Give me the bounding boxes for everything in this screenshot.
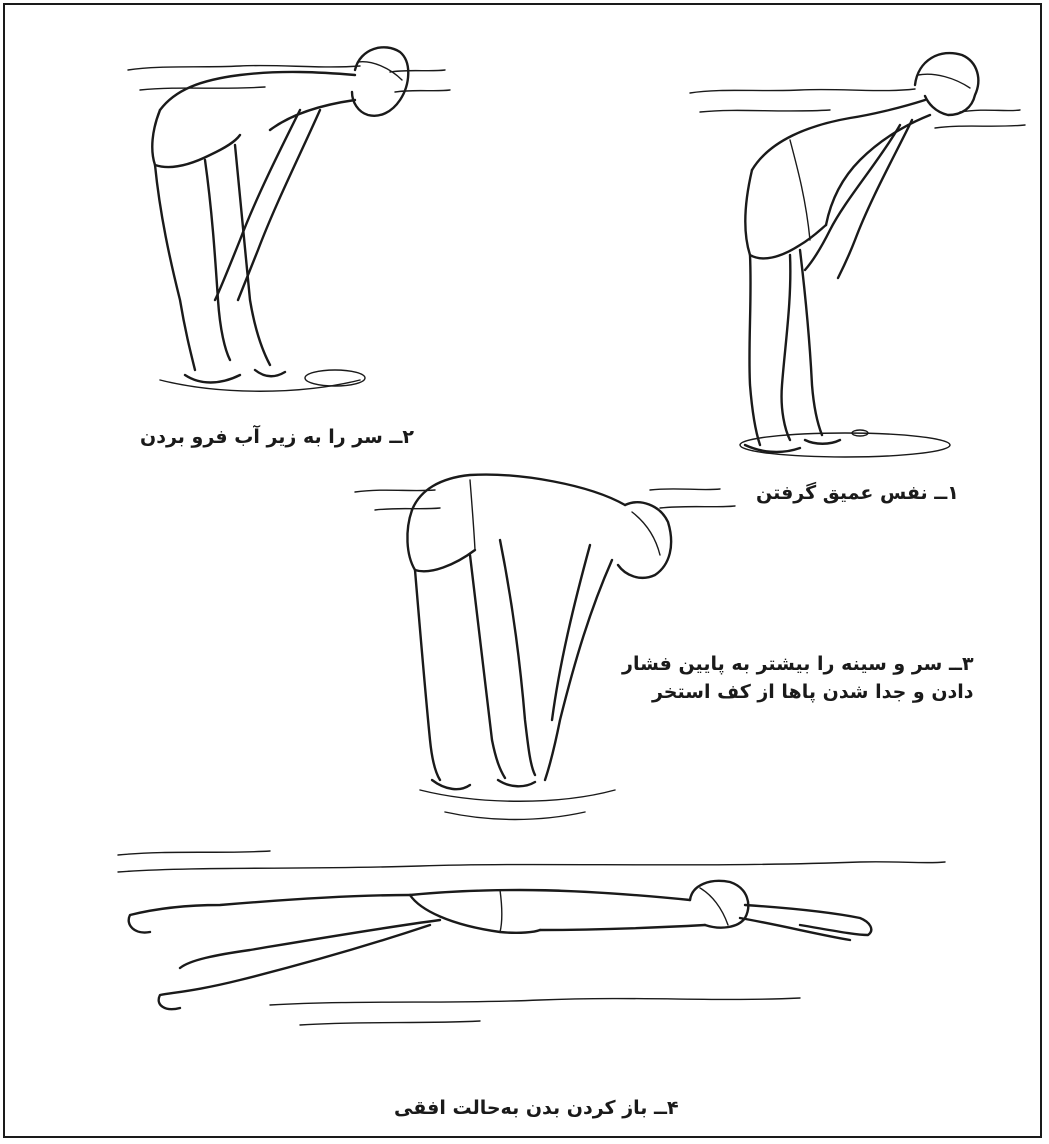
- water-line: [300, 1021, 480, 1025]
- caption-step3-line1: ۳ــ سر و سینه را بیشتر به پایین فشار: [622, 651, 974, 679]
- pool-floor-mark: [305, 370, 365, 386]
- leg: [159, 925, 430, 1009]
- caption-step3-line2: دادن و جدا شدن پاها از کف استخر: [622, 679, 974, 707]
- swimsuit: [152, 110, 240, 167]
- swimsuit-seam: [500, 890, 502, 932]
- head: [618, 502, 671, 578]
- foot: [805, 440, 840, 444]
- water-line: [390, 70, 445, 72]
- leg: [782, 255, 791, 440]
- back-line: [410, 890, 690, 900]
- pool-floor-shadow: [740, 433, 950, 457]
- leg: [800, 250, 822, 435]
- leg: [235, 145, 270, 365]
- head: [690, 881, 748, 928]
- back-line: [412, 475, 625, 510]
- foot: [432, 780, 470, 789]
- arm: [740, 918, 850, 940]
- water-line: [128, 66, 360, 70]
- water-line: [650, 489, 720, 490]
- water-line: [140, 87, 265, 90]
- water-line: [270, 998, 800, 1005]
- arm: [215, 110, 300, 300]
- swimsuit: [410, 895, 540, 933]
- arm: [238, 110, 320, 300]
- foot: [255, 370, 285, 376]
- leg: [470, 555, 505, 778]
- swimsuit-seam: [470, 480, 475, 550]
- leg: [205, 160, 230, 360]
- water-line: [355, 490, 435, 492]
- figure-step1-swimmer: [690, 53, 1025, 457]
- leg: [749, 255, 760, 445]
- cap-line: [918, 74, 970, 88]
- caption-step2: ۲ــ سر را به زیر آب فرو بردن: [140, 424, 414, 452]
- swimsuit: [745, 170, 826, 258]
- caption-step3: ۳ــ سر و سینه را بیشتر به پایین فشار داد…: [622, 651, 974, 706]
- water-line: [960, 110, 1020, 112]
- caption-step1: ۱ــ نفس عمیق گرفتن: [756, 480, 959, 508]
- water-line: [660, 506, 735, 508]
- caption-step4: ۴ــ باز کردن بدن به‌حالت افقی: [394, 1095, 679, 1123]
- figure-step2-swimmer: [128, 47, 450, 391]
- chest-line: [540, 925, 705, 930]
- water-line: [118, 851, 270, 855]
- pool-floor-line: [445, 812, 585, 820]
- leg: [129, 895, 410, 933]
- swimsuit-seam: [790, 140, 810, 240]
- head: [915, 53, 978, 115]
- leg: [415, 570, 440, 780]
- swimsuit: [407, 510, 475, 571]
- cap-line: [700, 888, 728, 925]
- head: [352, 47, 408, 115]
- water-line: [935, 125, 1025, 128]
- water-line: [700, 110, 830, 112]
- water-line: [118, 862, 945, 872]
- foot: [185, 375, 240, 383]
- leg: [500, 540, 535, 775]
- cap-line: [632, 512, 660, 555]
- pool-floor-line: [420, 790, 615, 801]
- foot: [498, 780, 535, 786]
- back-line: [160, 72, 355, 110]
- figure-step3-swimmer: [355, 475, 735, 820]
- water-line: [375, 508, 440, 510]
- arm: [745, 905, 871, 935]
- leg: [155, 165, 195, 370]
- water-line: [690, 89, 915, 93]
- figure-step4-swimmer: [118, 851, 945, 1025]
